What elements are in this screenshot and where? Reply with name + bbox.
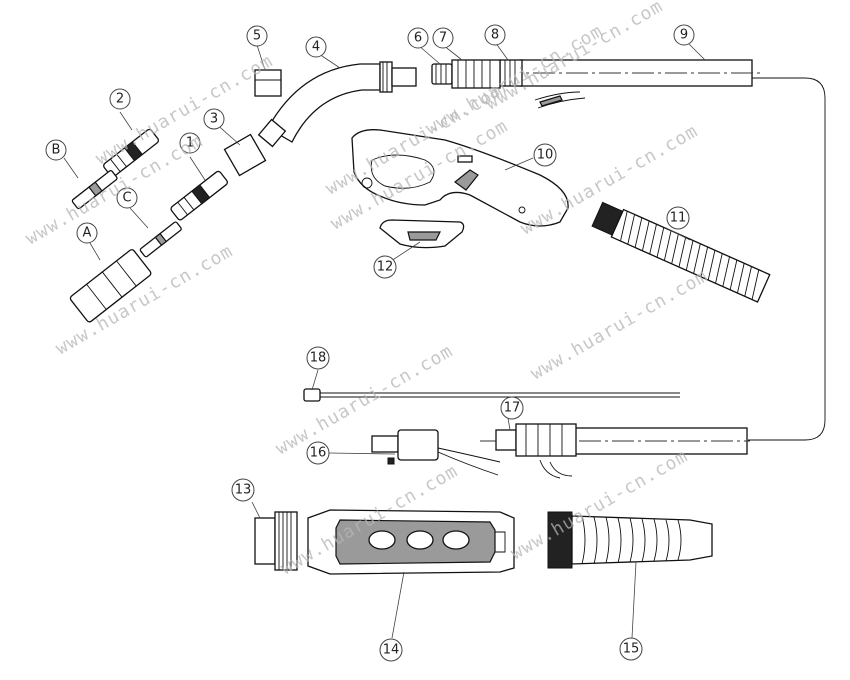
callout-13: 13 <box>231 478 255 502</box>
svg-text:2: 2 <box>116 92 124 107</box>
svg-text:11: 11 <box>670 211 687 226</box>
part-c-contact-tip <box>139 221 182 258</box>
svg-text:B: B <box>52 143 61 158</box>
callout-3: 3 <box>203 108 225 130</box>
svg-text:8: 8 <box>491 28 499 43</box>
svg-text:6: 6 <box>414 31 422 46</box>
svg-text:15: 15 <box>623 642 640 657</box>
watermark-7: www.huarui-cn.com <box>527 266 712 385</box>
callout-4: 4 <box>305 36 327 58</box>
part-15-strain-relief <box>547 511 713 569</box>
callout-14: 14 <box>379 638 403 662</box>
svg-text:7: 7 <box>439 31 447 46</box>
part-a-nozzle <box>69 249 152 323</box>
svg-text:13: 13 <box>235 483 252 498</box>
part-12-trigger <box>379 219 465 249</box>
part-16-switch <box>371 429 501 476</box>
part-5-insulator <box>254 69 282 97</box>
svg-text:18: 18 <box>310 351 327 366</box>
part-4-swan-neck <box>257 61 417 148</box>
part-17-rear-connector <box>495 423 577 479</box>
svg-text:C: C <box>122 191 131 206</box>
svg-text:14: 14 <box>383 643 400 658</box>
callout-12: 12 <box>373 255 397 279</box>
callout-1: 1 <box>179 132 201 154</box>
part-b-contact-tip <box>71 170 118 210</box>
callout-c: C <box>116 187 138 209</box>
svg-text:3: 3 <box>210 112 218 127</box>
callout-5: 5 <box>246 25 268 47</box>
callout-a: A <box>76 222 98 244</box>
svg-text:5: 5 <box>253 29 261 44</box>
callout-17: 17 <box>500 396 524 420</box>
part-18-liner <box>303 388 680 402</box>
part-14-rear-handle <box>307 509 515 575</box>
part-3-insulator <box>223 133 267 177</box>
watermark-12: www.huarui-cn.com <box>482 0 667 114</box>
callout-8: 8 <box>484 24 506 46</box>
cable-assembly <box>480 59 826 455</box>
callout-11: 11 <box>666 206 690 230</box>
part-8-hose-connector <box>499 59 586 109</box>
part-6-7-nuts <box>431 59 501 89</box>
callout-2: 2 <box>109 88 131 110</box>
part-2-tip-holder <box>103 128 160 178</box>
svg-text:9: 9 <box>680 28 688 43</box>
part-10-handle <box>351 129 569 227</box>
callout-7: 7 <box>432 27 454 49</box>
svg-text:4: 4 <box>312 40 320 55</box>
callout-16: 16 <box>306 441 330 465</box>
part-13-back-nut <box>254 511 298 571</box>
callout-18: 18 <box>306 346 330 370</box>
callout-b: B <box>45 139 67 161</box>
leader-lines <box>63 41 706 639</box>
callout-10: 10 <box>533 143 557 167</box>
svg-text:10: 10 <box>537 148 554 163</box>
callout-9: 9 <box>673 24 695 46</box>
svg-text:16: 16 <box>310 446 327 461</box>
callout-15: 15 <box>619 637 643 661</box>
svg-text:A: A <box>83 226 92 241</box>
svg-text:17: 17 <box>504 401 521 416</box>
part-1-tip-holder <box>170 170 229 221</box>
svg-text:1: 1 <box>186 136 194 151</box>
svg-text:12: 12 <box>377 260 394 275</box>
part-11-spring-guard <box>591 201 771 303</box>
callout-6: 6 <box>407 27 429 49</box>
